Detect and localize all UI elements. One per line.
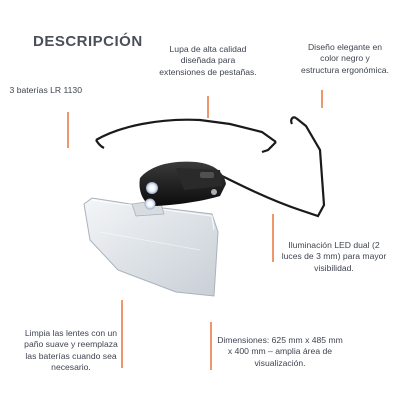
- note-dimensiones: Dimensiones: 625 mm x 485 mm x 400 mm – …: [217, 335, 343, 368]
- right-temple: [209, 117, 326, 218]
- note-iluminacion: Iluminación LED dual (2 luces de 3 mm) p…: [281, 240, 387, 273]
- callout-lines: [67, 90, 323, 370]
- left-temple: [95, 118, 277, 143]
- note-baterias: 3 baterías LR 1130: [9, 85, 82, 95]
- page-title: DESCRIPCIÓN: [33, 33, 143, 50]
- note-diseno: Diseño elegante en color negro y estruct…: [301, 42, 389, 75]
- note-lupa: Lupa de alta calidad diseñada para exten…: [159, 44, 257, 77]
- note-limpia: Limpia las lentes con un paño suave y re…: [24, 328, 118, 373]
- magnifier-lens: [83, 197, 219, 297]
